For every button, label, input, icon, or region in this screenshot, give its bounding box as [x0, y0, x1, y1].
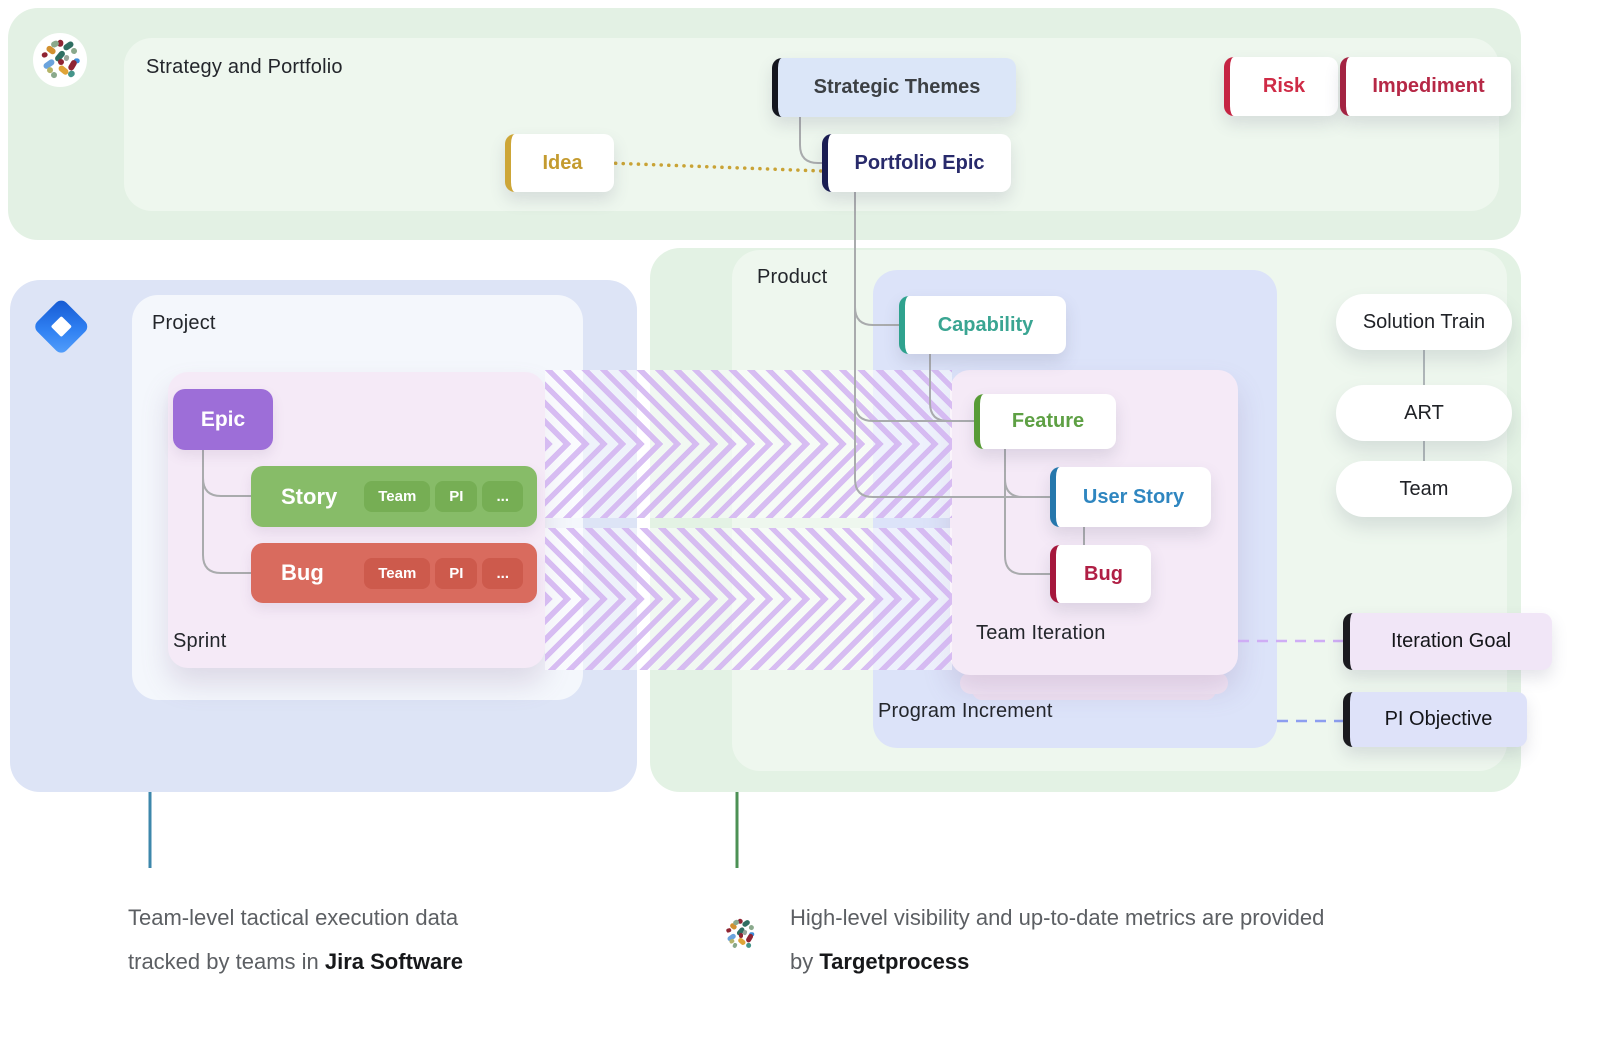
user-story-label: User Story: [1082, 485, 1185, 508]
jira-caption-line2: tracked by teams in Jira Software: [128, 949, 464, 974]
targetprocess-icon-dot: [745, 933, 754, 943]
jira-caption: Team-level tactical execution data track…: [128, 896, 588, 984]
targetprocess-caption-line1: High-level visibility and up-to-date met…: [790, 905, 1325, 930]
targetprocess-icon-dot: [745, 941, 752, 949]
bug-chips: Team PI ...: [364, 557, 537, 589]
targetprocess-icon-dot: [747, 924, 754, 931]
portfolio-epic-node: Portfolio Epic: [822, 134, 1011, 192]
risk-label: Risk: [1262, 75, 1306, 97]
bug-chip-team: Team: [364, 557, 431, 589]
idea-node: Idea: [505, 134, 614, 192]
strategic-themes-node: Strategic Themes: [772, 58, 1016, 117]
iteration-goal-node: Iteration Goal: [1343, 613, 1552, 670]
jira-icon: [32, 297, 90, 355]
targetprocess-icon-dot: [742, 929, 748, 936]
targetprocess-caption-icon: [720, 914, 760, 954]
story-chips: Team PI ...: [364, 481, 537, 512]
user-story-node: User Story: [1050, 467, 1211, 527]
art-pill: ART: [1336, 385, 1512, 441]
bug-tp-node: Bug: [1050, 545, 1151, 603]
impediment-node: Impediment: [1340, 57, 1511, 116]
art-label: ART: [1404, 401, 1444, 424]
epic-label: Epic: [200, 407, 246, 431]
targetprocess-caption: High-level visibility and up-to-date met…: [790, 896, 1430, 984]
sprint-label: Sprint: [173, 630, 227, 652]
team-iteration-label: Team Iteration: [976, 622, 1106, 644]
targetprocess-icon: [33, 33, 87, 87]
solution-train-pill: Solution Train: [1336, 294, 1512, 350]
targetprocess-icon-dot: [725, 927, 732, 933]
program-increment-label: Program Increment: [878, 700, 1053, 722]
team-pill: Team: [1336, 461, 1512, 517]
idea-label: Idea: [542, 151, 583, 174]
story-node: Story Team PI ...: [251, 466, 537, 527]
sync-band-story: [545, 370, 952, 518]
bug-jira-node: Bug Team PI ...: [251, 543, 537, 603]
targetprocess-icon-dot: [66, 70, 76, 80]
impediment-label: Impediment: [1372, 75, 1485, 97]
portfolio-epic-label: Portfolio Epic: [854, 151, 985, 174]
sync-band-bug: [545, 528, 952, 670]
pi-objective-label: PI Objective: [1384, 708, 1493, 730]
iteration-goal-label: Iteration Goal: [1390, 630, 1512, 652]
targetprocess-caption-line2: by Targetprocess: [790, 949, 970, 974]
capability-node: Capability: [899, 296, 1066, 354]
targetprocess-icon-dot: [70, 46, 79, 55]
targetprocess-icon-dot: [732, 942, 739, 949]
targetprocess-icon-dot: [58, 59, 64, 66]
story-chip-more: ...: [482, 481, 523, 512]
risk-node: Risk: [1224, 57, 1338, 116]
team-label: Team: [1399, 477, 1449, 500]
solution-train-label: Solution Train: [1362, 310, 1486, 333]
story-chip-team: Team: [364, 481, 431, 512]
story-chip-pi: PI: [435, 481, 478, 512]
strategy-portfolio-label: Strategy and Portfolio: [146, 56, 343, 78]
targetprocess-icon-dot: [738, 933, 743, 938]
story-label: Story: [281, 483, 338, 509]
team-iteration-stack-layer-1: [960, 672, 1228, 694]
bug-chip-pi: PI: [435, 557, 478, 589]
bug-chip-more: ...: [482, 557, 523, 589]
jira-caption-line1: Team-level tactical execution data: [128, 905, 459, 930]
capability-label: Capability: [937, 313, 1034, 336]
targetprocess-icon-dot: [63, 54, 70, 62]
strategic-themes-label: Strategic Themes: [813, 76, 981, 98]
pi-objective-node: PI Objective: [1343, 692, 1527, 747]
epic-node: Epic: [173, 389, 273, 450]
bug-jira-label: Bug: [281, 560, 324, 585]
project-label: Project: [152, 312, 216, 334]
targetprocess-icon-dot: [40, 51, 49, 59]
feature-node: Feature: [974, 394, 1116, 449]
product-label: Product: [757, 266, 828, 288]
feature-label: Feature: [1011, 410, 1085, 432]
bug-tp-label: Bug: [1084, 562, 1123, 585]
